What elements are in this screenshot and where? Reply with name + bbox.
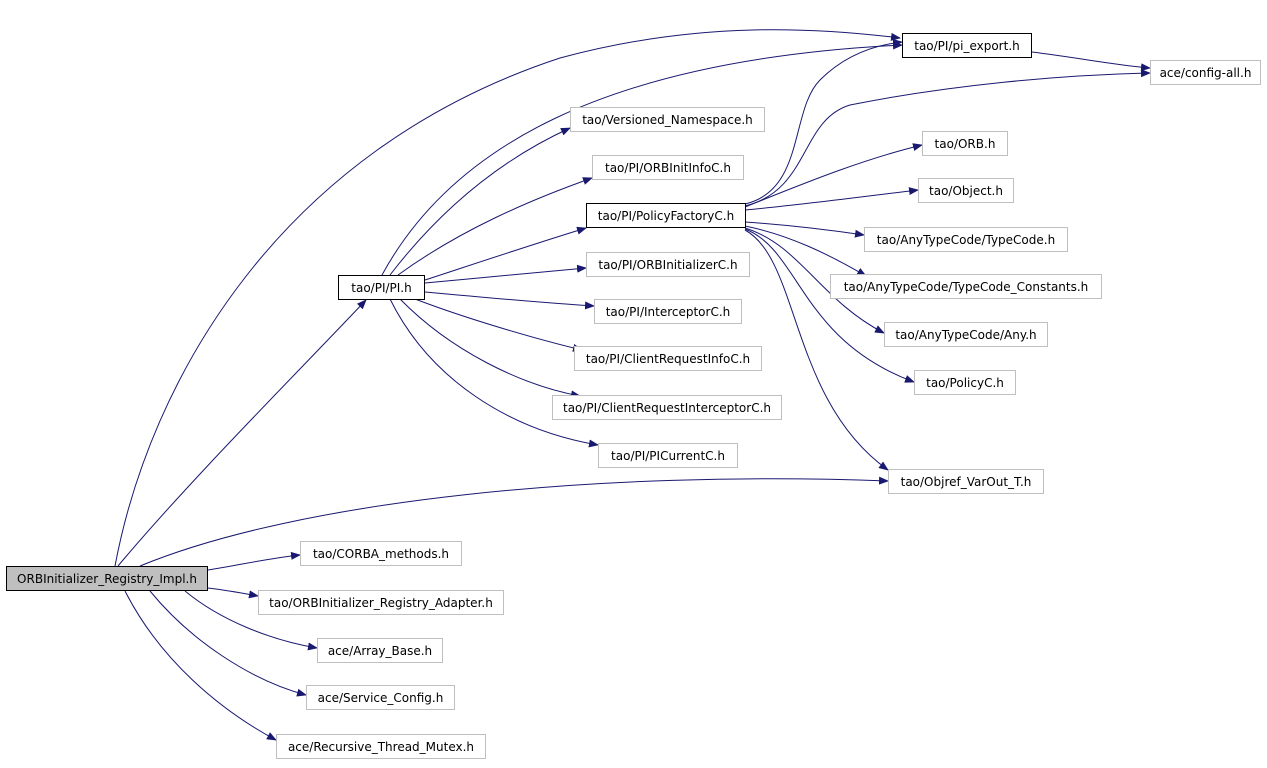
edge-root-registry-adapter <box>207 587 259 599</box>
node-object[interactable]: tao/Object.h <box>918 178 1014 203</box>
node-objref-varout[interactable]: tao/Objref_VarOut_T.h <box>888 469 1044 494</box>
edge-root-service-config <box>149 590 307 697</box>
edge-policyfactory-pi-export <box>744 39 903 205</box>
node-corba-methods[interactable]: tao/CORBA_methods.h <box>300 541 462 566</box>
edge-root-pi-export <box>114 29 901 567</box>
node-label: tao/PI/ClientRequestInterceptorC.h <box>562 400 772 415</box>
edge-policyfactory-config-all <box>744 69 1151 207</box>
node-root[interactable]: ORBInitializer_Registry_Impl.h <box>6 566 208 591</box>
node-label: ORBInitializer_Registry_Impl.h <box>17 571 197 586</box>
edge-pi-h-clientrequestinfo <box>414 298 583 352</box>
node-recursive-mutex[interactable]: ace/Recursive_Thread_Mutex.h <box>276 734 486 759</box>
node-service-config[interactable]: ace/Service_Config.h <box>306 685 455 710</box>
node-label: tao/PI/ClientRequestInfoC.h <box>585 351 751 366</box>
node-label: tao/PI/PolicyFactoryC.h <box>597 208 735 223</box>
node-array-base[interactable]: ace/Array_Base.h <box>317 638 443 663</box>
node-label: tao/PI/ORBInitInfoC.h <box>605 160 731 175</box>
node-label: tao/AnyTypeCode/Any.h <box>895 327 1037 342</box>
node-orbinitializer[interactable]: tao/PI/ORBInitializerC.h <box>586 252 750 277</box>
node-label: tao/Object.h <box>929 183 1003 198</box>
edge-pi-h-policyfactory <box>424 226 587 281</box>
node-config-all[interactable]: ace/config-all.h <box>1150 60 1261 85</box>
node-typecode[interactable]: tao/AnyTypeCode/TypeCode.h <box>864 227 1068 252</box>
edge-policyfactory-policyc <box>744 228 915 383</box>
edge-pi-export-config-all <box>1031 51 1151 72</box>
node-label: tao/AnyTypeCode/TypeCode_Constants.h <box>843 279 1089 294</box>
node-label: ace/Recursive_Thread_Mutex.h <box>287 739 475 754</box>
node-label: tao/AnyTypeCode/TypeCode.h <box>876 232 1056 247</box>
edge-pi-h-clientrequestinterceptor <box>399 298 581 399</box>
node-registry-adapter[interactable]: tao/ORBInitializer_Registry_Adapter.h <box>258 590 504 615</box>
node-orb[interactable]: tao/ORB.h <box>922 131 1008 156</box>
node-clientrequestinterceptor[interactable]: tao/PI/ClientRequestInterceptorC.h <box>552 395 782 420</box>
node-label: tao/ORBInitializer_Registry_Adapter.h <box>269 595 493 610</box>
edge-policyfactory-objref <box>744 229 889 471</box>
node-label: ace/Service_Config.h <box>317 690 444 705</box>
edge-pi-h-orbinitinfo <box>397 177 593 276</box>
edge-pi-h-interceptor <box>424 291 595 310</box>
node-interceptor[interactable]: tao/PI/InterceptorC.h <box>594 299 742 324</box>
node-label: tao/PolicyC.h <box>926 375 1004 390</box>
node-label: tao/PI/InterceptorC.h <box>605 304 731 319</box>
edge-root-recursive-mutex <box>124 590 277 741</box>
node-label: ace/config-all.h <box>1159 65 1252 80</box>
node-label: tao/Versioned_Namespace.h <box>582 112 753 127</box>
edge-root-corba-methods <box>207 551 301 571</box>
node-label: tao/Objref_VarOut_T.h <box>900 474 1032 489</box>
node-policyc[interactable]: tao/PolicyC.h <box>914 370 1016 395</box>
node-label: tao/PI/pi_export.h <box>914 38 1020 53</box>
edge-policyfactory-object <box>744 187 919 211</box>
edge-root-array-base <box>184 590 318 651</box>
edge-policyfactory-orb <box>744 143 923 208</box>
edge-pi-h-orbinitializer <box>424 264 587 284</box>
node-label: tao/PI/ORBInitializerC.h <box>598 257 738 272</box>
node-label: ace/Array_Base.h <box>327 643 433 658</box>
edge-policyfactory-typecode <box>744 221 865 238</box>
edge-pi-h-picurrent <box>389 298 599 448</box>
node-versioned-namespace[interactable]: tao/Versioned_Namespace.h <box>570 107 765 132</box>
node-policyfactory[interactable]: tao/PI/PolicyFactoryC.h <box>586 203 746 228</box>
edge-policyfactory-any <box>744 227 885 334</box>
edge-policyfactory-typecode-constants <box>744 225 867 277</box>
node-any[interactable]: tao/AnyTypeCode/Any.h <box>884 322 1048 347</box>
node-clientrequestinfo[interactable]: tao/PI/ClientRequestInfoC.h <box>574 346 762 371</box>
edge-pi-h-pi-export <box>381 41 903 276</box>
node-typecode-constants[interactable]: tao/AnyTypeCode/TypeCode_Constants.h <box>830 274 1102 299</box>
edge-pi-h-versioned <box>389 127 571 276</box>
node-label: tao/PI/PI.h <box>351 280 412 295</box>
edge-root-objref <box>139 476 889 567</box>
edge-root-pi-h <box>117 299 367 567</box>
node-label: tao/PI/PICurrentC.h <box>611 448 725 463</box>
node-orbinitinfo[interactable]: tao/PI/ORBInitInfoC.h <box>592 155 744 180</box>
node-label: tao/ORB.h <box>934 136 996 151</box>
node-pi-h[interactable]: tao/PI/PI.h <box>338 275 425 300</box>
node-pi-export[interactable]: tao/PI/pi_export.h <box>902 33 1032 58</box>
node-label: tao/CORBA_methods.h <box>312 546 450 561</box>
node-picurrent[interactable]: tao/PI/PICurrentC.h <box>598 443 738 468</box>
